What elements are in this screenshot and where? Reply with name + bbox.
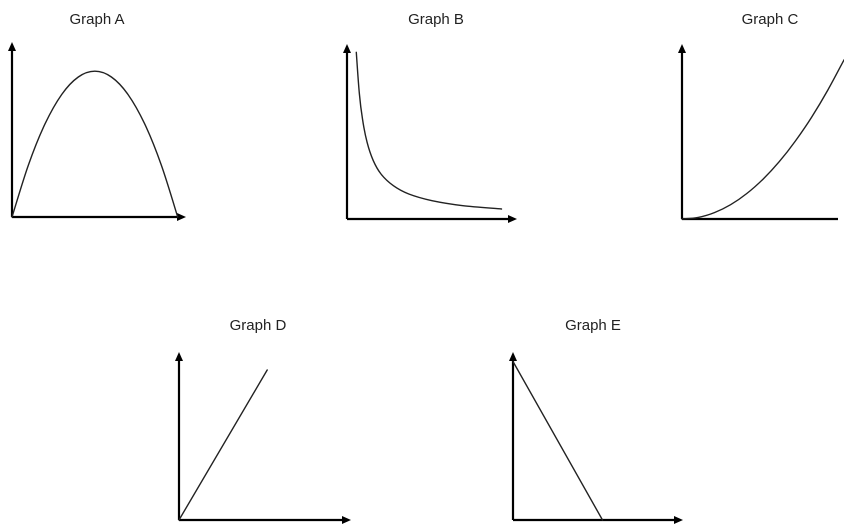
graph-c-title: Graph C xyxy=(742,11,799,28)
graph-d-curve xyxy=(178,369,268,521)
graph-d: Graph D xyxy=(175,317,351,524)
graph-a: Graph A xyxy=(8,11,186,221)
graph-a-x-arrowhead xyxy=(177,213,186,221)
graph-a-curve xyxy=(11,70,179,218)
graph-c-curve xyxy=(681,59,844,220)
graph-d-y-arrowhead xyxy=(175,352,183,361)
graph-b: Graph B xyxy=(343,11,517,223)
graph-d-title: Graph D xyxy=(230,317,287,334)
graph-b-title: Graph B xyxy=(408,11,464,28)
graph-e-title: Graph E xyxy=(565,317,621,334)
graph-a-title: Graph A xyxy=(69,11,124,28)
graph-b-x-arrowhead xyxy=(508,215,517,223)
graph-e: Graph E xyxy=(509,317,683,524)
graph-b-curve xyxy=(355,51,503,210)
graph-a-y-arrowhead xyxy=(8,42,16,51)
graph-d-x-arrowhead xyxy=(342,516,351,524)
graph-e-y-arrowhead xyxy=(509,352,517,361)
graph-b-y-arrowhead xyxy=(343,44,351,53)
graph-c-y-arrowhead xyxy=(678,44,686,53)
graph-e-x-arrowhead xyxy=(674,516,683,524)
graph-e-curve xyxy=(512,360,604,521)
graph-c: Graph C xyxy=(678,11,844,221)
